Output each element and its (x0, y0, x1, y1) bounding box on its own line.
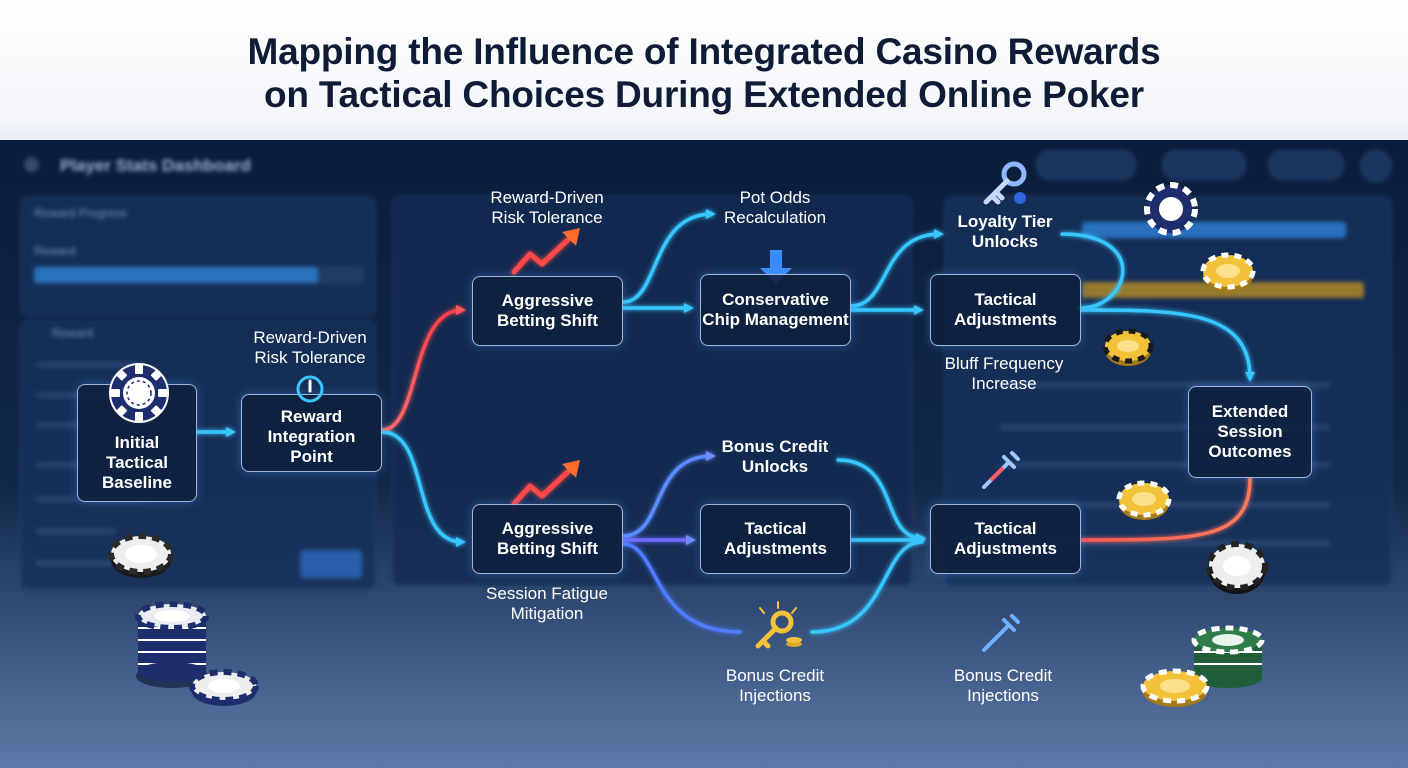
node-extended-session-outcomes: Extended Session Outcomes (1188, 386, 1312, 478)
label-text: Pot Odds (700, 188, 850, 208)
label-bonus-credit-injections-left: Bonus Credit Injections (700, 666, 850, 706)
label-text: Mitigation (470, 604, 624, 624)
node-tactical-adjustments-top: Tactical Adjustments (930, 274, 1081, 346)
diagram-stage: ◎ Player Stats Dashboard Reward Progress… (0, 140, 1408, 768)
label-bluff-frequency-increase: Bluff Frequency Increase (928, 354, 1080, 394)
label-text: Reward-Driven (235, 328, 385, 348)
node-aggressive-betting-shift-top: Aggressive Betting Shift (472, 276, 623, 346)
node-text: Tactical (102, 453, 172, 473)
title-line-2: on Tactical Choices During Extended Onli… (0, 73, 1408, 116)
power-reward-icon (295, 374, 325, 404)
label-bonus-credit-injections-right: Bonus Credit Injections (928, 666, 1078, 706)
label-text: Risk Tolerance (472, 208, 622, 228)
node-text: Aggressive (497, 291, 598, 311)
poker-chip-icon (108, 362, 170, 424)
node-text: Betting Shift (497, 311, 598, 331)
node-text: Point (268, 447, 356, 467)
label-pot-odds-recalculation: Pot Odds Recalculation (700, 188, 850, 228)
node-text: Baseline (102, 473, 172, 493)
trend-up-arrow-icon (514, 468, 572, 504)
label-text: Injections (928, 686, 1078, 706)
poker-chip-icon (1116, 478, 1172, 524)
label-bonus-credit-unlocks: Bonus Credit Unlocks (700, 437, 850, 477)
node-text: Reward (268, 407, 356, 427)
node-text: Extended (1208, 402, 1291, 422)
page-title: Mapping the Influence of Integrated Casi… (0, 30, 1408, 116)
node-text: Conservative (702, 290, 848, 310)
poker-chip-icon (1140, 666, 1210, 710)
label-text: Unlocks (930, 232, 1080, 252)
node-conservative-chip-management: Conservative Chip Management (700, 274, 851, 346)
link-integration-to-aggr-bottom (382, 432, 462, 542)
node-tactical-adjustments-middle: Tactical Adjustments (700, 504, 851, 574)
label-text: Session Fatigue (470, 584, 624, 604)
syringe-injection-icon (978, 608, 1026, 656)
poker-chip-icon (1206, 538, 1268, 598)
label-session-fatigue-mitigation: Session Fatigue Mitigation (470, 584, 624, 624)
title-line-1: Mapping the Influence of Integrated Casi… (0, 30, 1408, 73)
label-text: Unlocks (700, 457, 850, 477)
gold-key-icon (750, 600, 806, 650)
poker-chip-icon (1144, 182, 1198, 236)
node-aggressive-betting-shift-bottom: Aggressive Betting Shift (472, 504, 623, 574)
node-text: Integration (268, 427, 356, 447)
label-text: Increase (928, 374, 1080, 394)
poker-chip-icon (1200, 250, 1256, 296)
node-text: Aggressive (497, 519, 598, 539)
node-text: Chip Management (702, 310, 848, 330)
label-reward-driven-risk-tolerance-left: Reward-Driven Risk Tolerance (235, 328, 385, 368)
node-text: Initial (102, 433, 172, 453)
node-text: Adjustments (954, 310, 1057, 330)
node-text: Tactical (954, 290, 1057, 310)
node-text: Session (1208, 422, 1291, 442)
node-text: Adjustments (724, 539, 827, 559)
link-integration-to-aggr-top (382, 310, 462, 430)
poker-chip-icon (188, 666, 260, 710)
node-text: Betting Shift (497, 539, 598, 559)
node-text: Adjustments (954, 539, 1057, 559)
node-text: Outcomes (1208, 442, 1291, 462)
syringe-injection-icon (978, 445, 1026, 493)
node-text: Tactical (954, 519, 1057, 539)
poker-chip-icon (106, 526, 176, 586)
key-icon (978, 160, 1030, 210)
poker-chip-icon (1102, 326, 1154, 370)
label-text: Injections (700, 686, 850, 706)
label-text: Bonus Credit (928, 666, 1078, 686)
header: Mapping the Influence of Integrated Casi… (0, 0, 1408, 140)
link-conservative-to-loyalty (851, 234, 940, 306)
label-text: Bonus Credit (700, 437, 850, 457)
label-text: Bluff Frequency (928, 354, 1080, 374)
label-text: Loyalty Tier (930, 212, 1080, 232)
node-reward-integration-point: Reward Integration Point (241, 394, 382, 472)
label-text: Recalculation (700, 208, 850, 228)
label-text: Bonus Credit (700, 666, 850, 686)
node-text: Tactical (724, 519, 827, 539)
label-reward-driven-risk-tolerance-top: Reward-Driven Risk Tolerance (472, 188, 622, 228)
label-text: Reward-Driven (472, 188, 622, 208)
label-loyalty-tier-unlocks: Loyalty Tier Unlocks (930, 212, 1080, 252)
trend-up-arrow-icon (514, 236, 572, 272)
node-tactical-adjustments-bottom: Tactical Adjustments (930, 504, 1081, 574)
link-aggr-bottom-to-bonus-unlocks (623, 456, 712, 536)
label-text: Risk Tolerance (235, 348, 385, 368)
link-aggr-top-to-pot-odds (623, 214, 712, 302)
